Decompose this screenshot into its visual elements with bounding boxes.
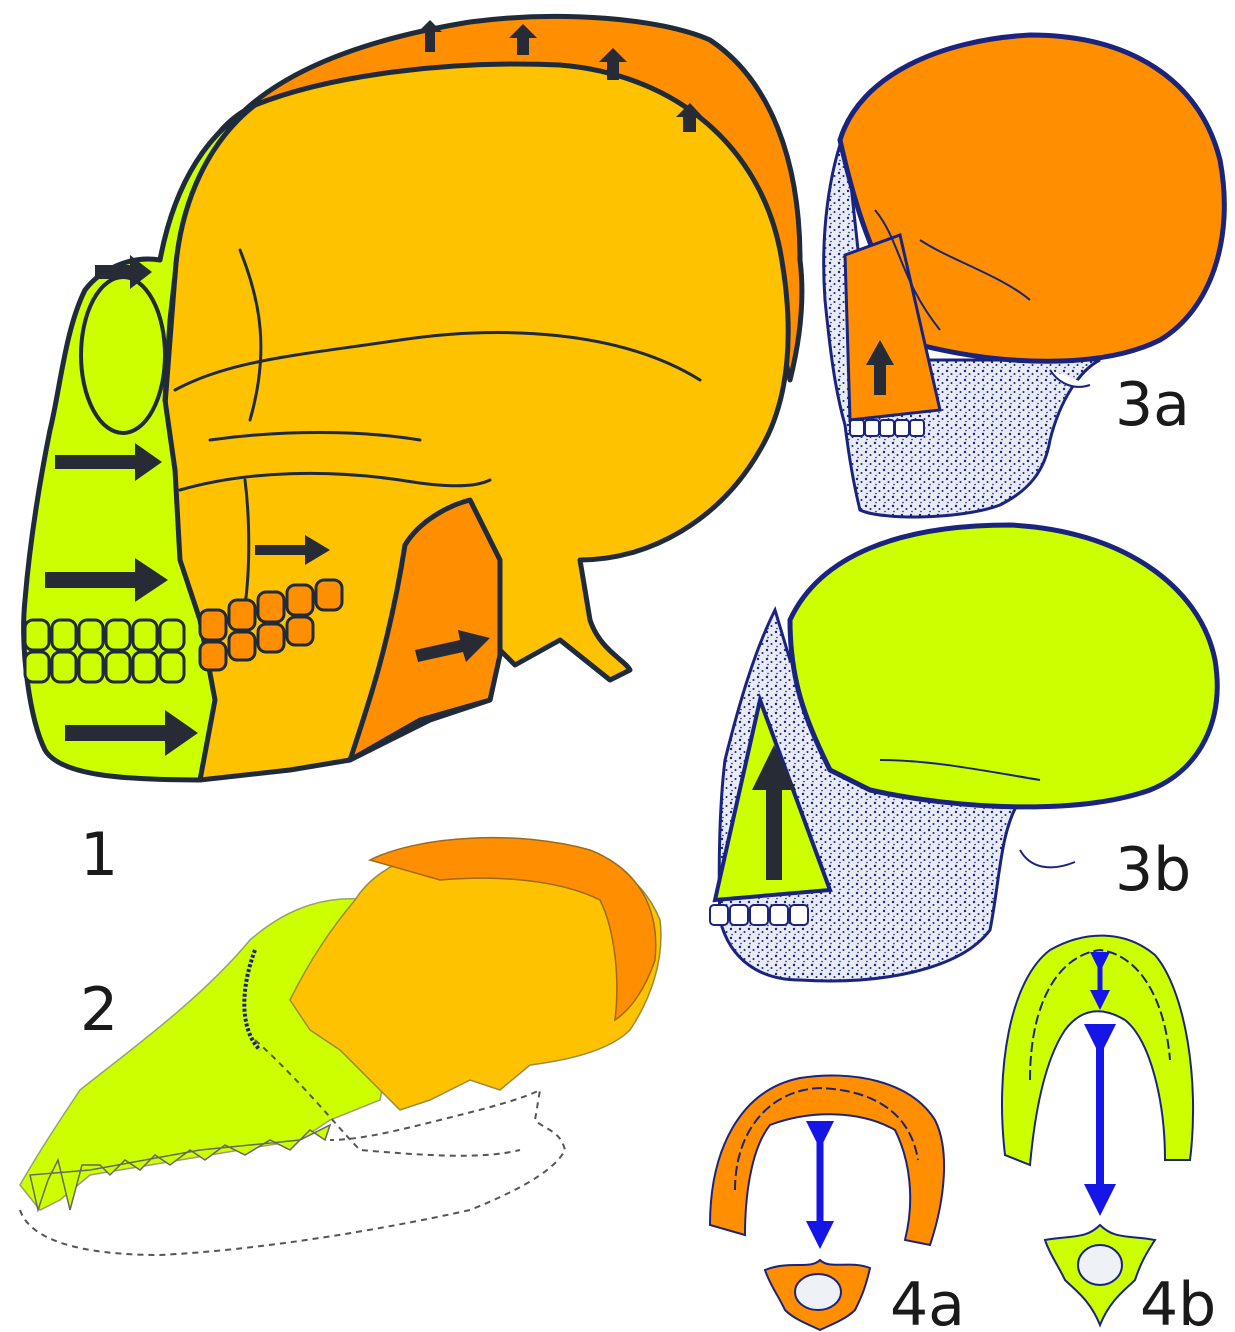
figure-label-1: 1 xyxy=(80,820,118,890)
figure-1-skull xyxy=(24,16,802,780)
figure-label-3b: 3b xyxy=(1115,835,1191,905)
skull3b-cranium xyxy=(790,525,1217,807)
vertebra4a-canal xyxy=(795,1274,841,1310)
figure-3b-skull xyxy=(710,525,1217,981)
skull3a-teeth xyxy=(850,420,924,436)
figure-label-4a: 4a xyxy=(890,1270,965,1332)
figure-label-2: 2 xyxy=(80,975,118,1045)
vertebra4b-canal xyxy=(1078,1245,1122,1285)
figure-label-4b: 4b xyxy=(1140,1270,1216,1332)
skull3b-mastoid xyxy=(1020,850,1075,867)
figure-3a-skull xyxy=(824,35,1225,517)
skull3b-teeth xyxy=(710,905,808,925)
figure-4b xyxy=(1002,936,1193,1325)
figure-label-3a: 3a xyxy=(1115,370,1190,440)
jaw4a-arch xyxy=(710,1075,944,1245)
figure-2-dog-skull xyxy=(20,838,661,1255)
